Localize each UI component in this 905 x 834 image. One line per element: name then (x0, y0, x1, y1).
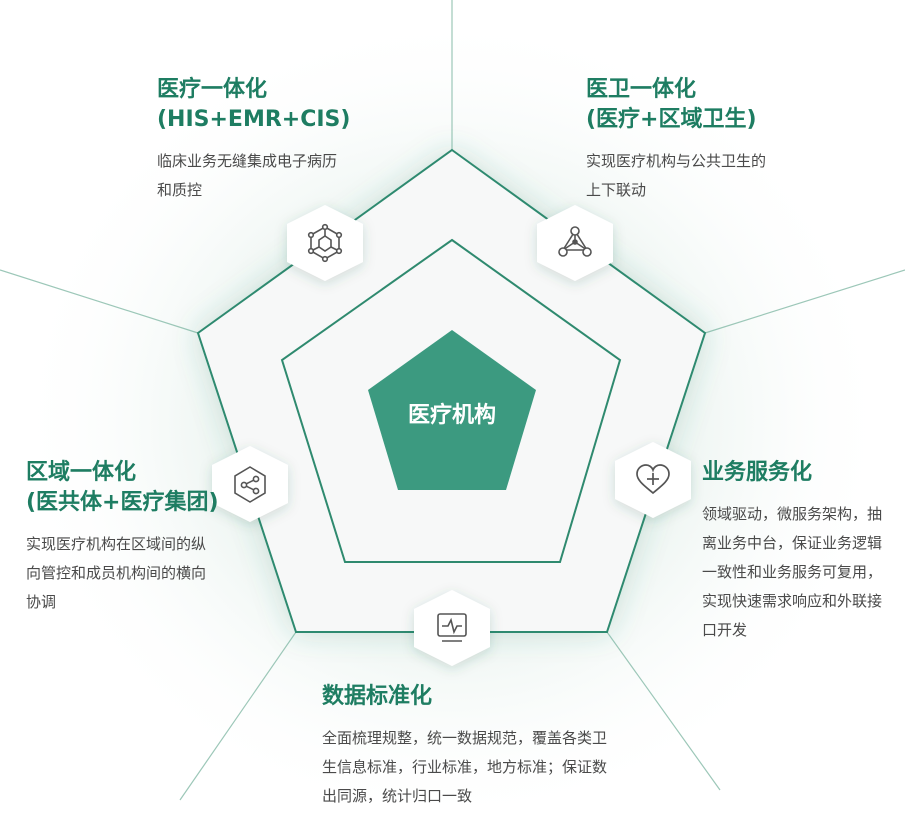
node-title: 业务服务化 (702, 460, 813, 485)
monitor-pulse-icon (437, 613, 467, 642)
badge-right (615, 442, 691, 518)
cube-network-icon (307, 223, 343, 263)
hexagon-badge (414, 590, 490, 666)
badge-bottom (414, 590, 490, 666)
node-description: 实现医疗机构与公共卫生的上下联动 (586, 152, 767, 199)
node-right: 业务服务化 领域驱动，微服务架构，抽离业务中台，保证业务逻辑一致性和业务服务可复… (702, 458, 892, 645)
node-description: 全面梳理规整，统一数据规范，覆盖各类卫生信息标准，行业标准，地方标准；保证数出同… (322, 729, 608, 805)
badge-top-left (287, 205, 363, 281)
spoke-bottom-left (179, 631, 297, 801)
node-top-left: 医疗一体化 (HIS+EMR+CIS) 临床业务无缝集成电子病历和质控 (157, 75, 372, 205)
hexagon-badge (287, 205, 363, 281)
spoke-left (0, 269, 199, 334)
node-title: 数据标准化 (322, 684, 433, 709)
node-description: 实现医疗机构在区域间的纵向管控和成员机构间的横向协调 (26, 535, 207, 611)
radial-spokes (0, 0, 905, 801)
node-top-right: 医卫一体化 (医疗+区域卫生) 实现医疗机构与公共卫生的上下联动 (586, 75, 786, 205)
heart-plus-icon (636, 464, 670, 495)
hexagon-share-icon (234, 466, 266, 503)
node-title: 区域一体化 (26, 460, 137, 485)
node-title: 医疗一体化 (157, 77, 268, 102)
node-bottom: 数据标准化 全面梳理规整，统一数据规范，覆盖各类卫生信息标准，行业标准，地方标准… (322, 682, 622, 811)
badge-left (212, 446, 288, 522)
hexagon-badge (212, 446, 288, 522)
triangle-network-icon (558, 226, 592, 257)
center-label: 医疗机构 (408, 402, 496, 428)
spoke-right (704, 269, 905, 334)
center-pentagon (368, 330, 536, 490)
node-title: 医卫一体化 (586, 77, 697, 102)
node-description: 领域驱动，微服务架构，抽离业务中台，保证业务逻辑一致性和业务服务可复用，实现快速… (702, 505, 883, 639)
badge-top-right (537, 205, 613, 281)
node-left: 区域一体化 (医共体+医疗集团) 实现医疗机构在区域间的纵向管控和成员机构间的横… (26, 458, 236, 617)
node-subtitle: (医疗+区域卫生) (586, 107, 757, 132)
node-description: 临床业务无缝集成电子病历和质控 (157, 152, 338, 199)
node-subtitle: (HIS+EMR+CIS) (157, 107, 351, 132)
spoke-bottom-right (606, 631, 721, 791)
middle-pentagon (280, 238, 622, 563)
node-subtitle: (医共体+医疗集团) (26, 490, 219, 515)
